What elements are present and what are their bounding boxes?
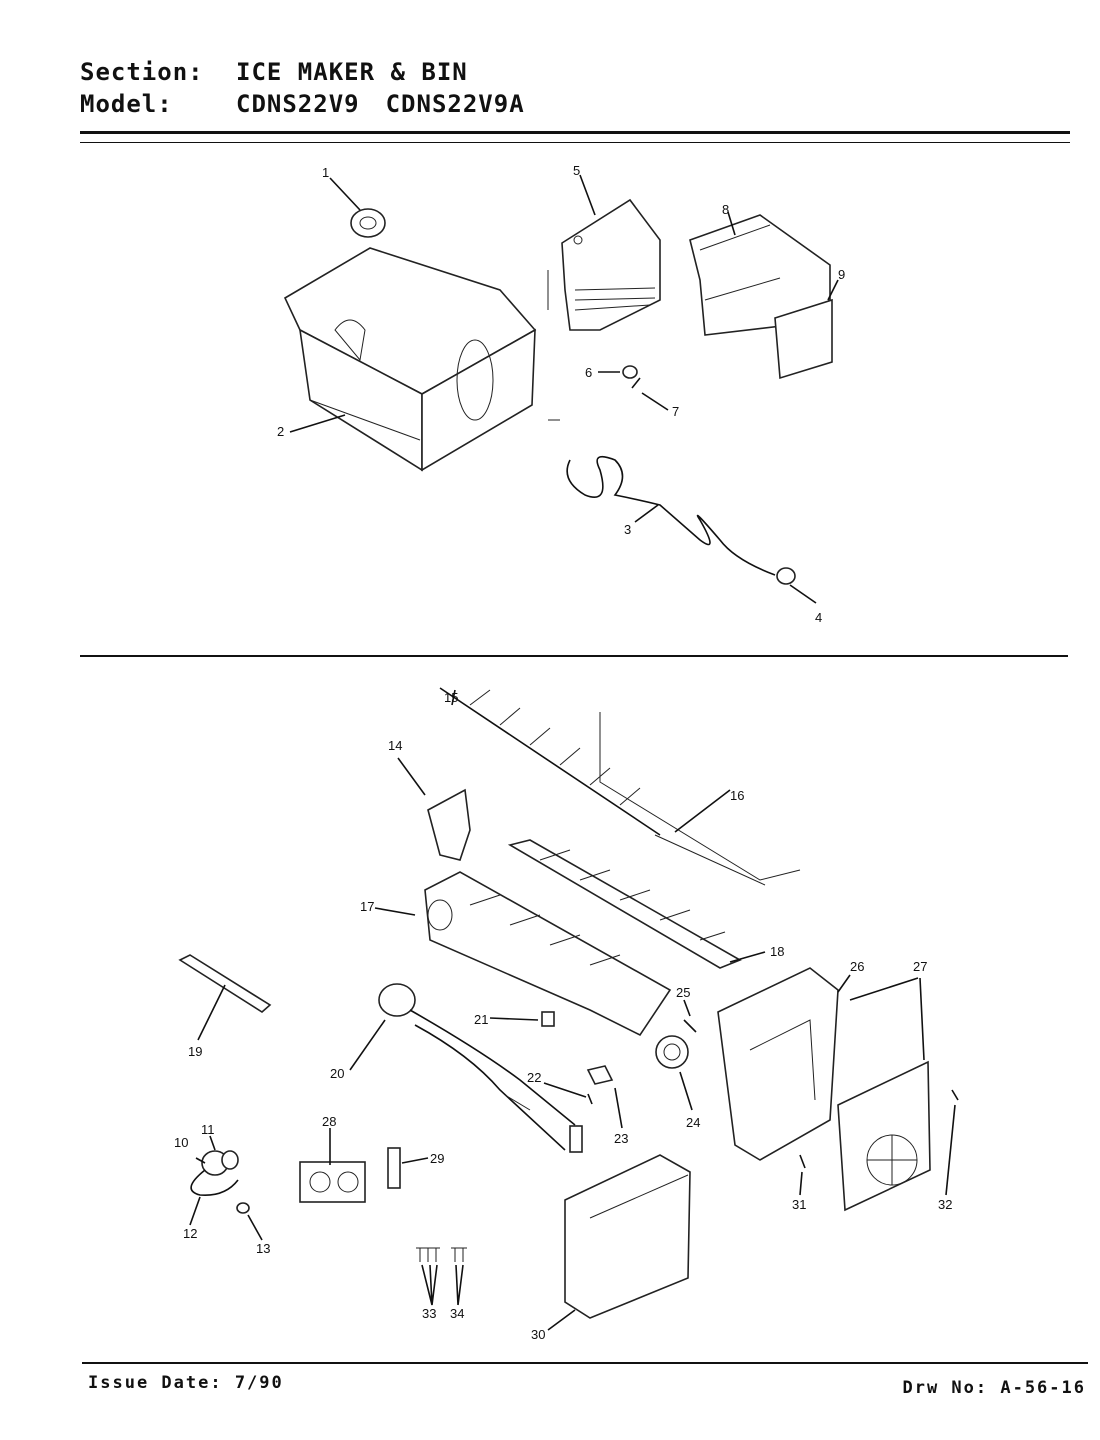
callout-17: 17 [360, 899, 374, 914]
part-3-fill-tube [566, 455, 796, 585]
callout-3: 3 [624, 522, 631, 537]
callout-27: 27 [913, 959, 927, 974]
callout-16: 16 [730, 788, 744, 803]
footer-rule [82, 1362, 1088, 1364]
callout-34: 34 [450, 1306, 464, 1321]
part-18-stripper [507, 839, 742, 969]
part-13-clip [236, 1202, 250, 1214]
part-33-34-screws [416, 1247, 467, 1262]
part-32-screw [951, 1089, 959, 1101]
callout-5: 5 [573, 163, 580, 178]
callout-24: 24 [686, 1115, 700, 1130]
callout-12: 12 [183, 1226, 197, 1241]
section-divider [80, 655, 1068, 657]
part-10-11-cap [201, 1150, 239, 1176]
part-8-chute [689, 214, 831, 336]
part-12-tube [190, 1169, 239, 1197]
section-value: ICE MAKER & BIN [236, 58, 468, 86]
part-25-spring [683, 1019, 697, 1033]
callout-26: 26 [850, 959, 864, 974]
part-30-cover [564, 1154, 691, 1319]
callout-4: 4 [815, 610, 822, 625]
part-1-knob [350, 208, 386, 238]
part-5-bracket [561, 198, 661, 331]
callout-1: 1 [322, 165, 329, 180]
part-27-module [837, 1060, 931, 1212]
callout-25: 25 [676, 985, 690, 1000]
part-31-screw [799, 1154, 806, 1169]
callout-23: 23 [614, 1131, 628, 1146]
callout-9: 9 [838, 267, 845, 282]
callout-32: 32 [938, 1197, 952, 1212]
callout-2: 2 [277, 424, 284, 439]
callout-7: 7 [672, 404, 679, 419]
model-key: Model: [80, 90, 173, 118]
issue-date: Issue Date: 7/90 [88, 1373, 284, 1393]
leader-lines [189, 174, 956, 1331]
callout-22: 22 [527, 1070, 541, 1085]
callout-33: 33 [422, 1306, 436, 1321]
section-title: Section: ICE MAKER & BIN [80, 58, 494, 86]
part-2-ice-bin [283, 247, 560, 472]
part-21-clip [541, 1011, 555, 1027]
callout-29: 29 [430, 1151, 444, 1166]
callout-labels: 1 2 3 4 5 6 7 8 9 14 15 16 17 18 19 20 2… [174, 163, 952, 1342]
part-28-valve [299, 1161, 366, 1203]
part-19-rod [178, 954, 272, 1013]
callout-6: 6 [585, 365, 592, 380]
callout-15: 15 [444, 690, 458, 705]
model-2: CDNS22V9A [385, 90, 525, 118]
callout-18: 18 [770, 944, 784, 959]
callout-19: 19 [188, 1044, 202, 1059]
part-24-motor [655, 1035, 689, 1069]
part-22-screw [587, 1093, 593, 1105]
callout-13: 13 [256, 1241, 270, 1256]
part-23-plate [586, 1065, 614, 1085]
part-20-harness [378, 983, 583, 1153]
callout-21: 21 [474, 1012, 488, 1027]
model-1: CDNS22V9 [236, 90, 360, 118]
callout-20: 20 [330, 1066, 344, 1081]
part-6-nut [622, 365, 638, 379]
part-7-pin [631, 377, 641, 389]
header-rule-thick [80, 131, 1070, 134]
part-16-cover [599, 712, 801, 886]
header-rule-thin [80, 142, 1070, 143]
callout-8: 8 [722, 202, 729, 217]
part-9-door [774, 298, 833, 380]
callout-30: 30 [531, 1327, 545, 1342]
callout-14: 14 [388, 738, 402, 753]
callout-28: 28 [322, 1114, 336, 1129]
part-17-mold [424, 871, 672, 1037]
part-15-ejector [439, 687, 661, 836]
section-key: Section: [80, 58, 204, 86]
callout-11: 11 [201, 1122, 215, 1137]
drawing-number: Drw No: A-56-16 [902, 1378, 1086, 1398]
part-29-fitting [387, 1147, 401, 1189]
callout-10: 10 [174, 1135, 188, 1150]
part-14-bracket [427, 788, 471, 861]
callout-31: 31 [792, 1197, 806, 1212]
model-line: Model: CDNS22V9 CDNS22V9A [80, 90, 551, 118]
part-26-housing [717, 967, 839, 1161]
